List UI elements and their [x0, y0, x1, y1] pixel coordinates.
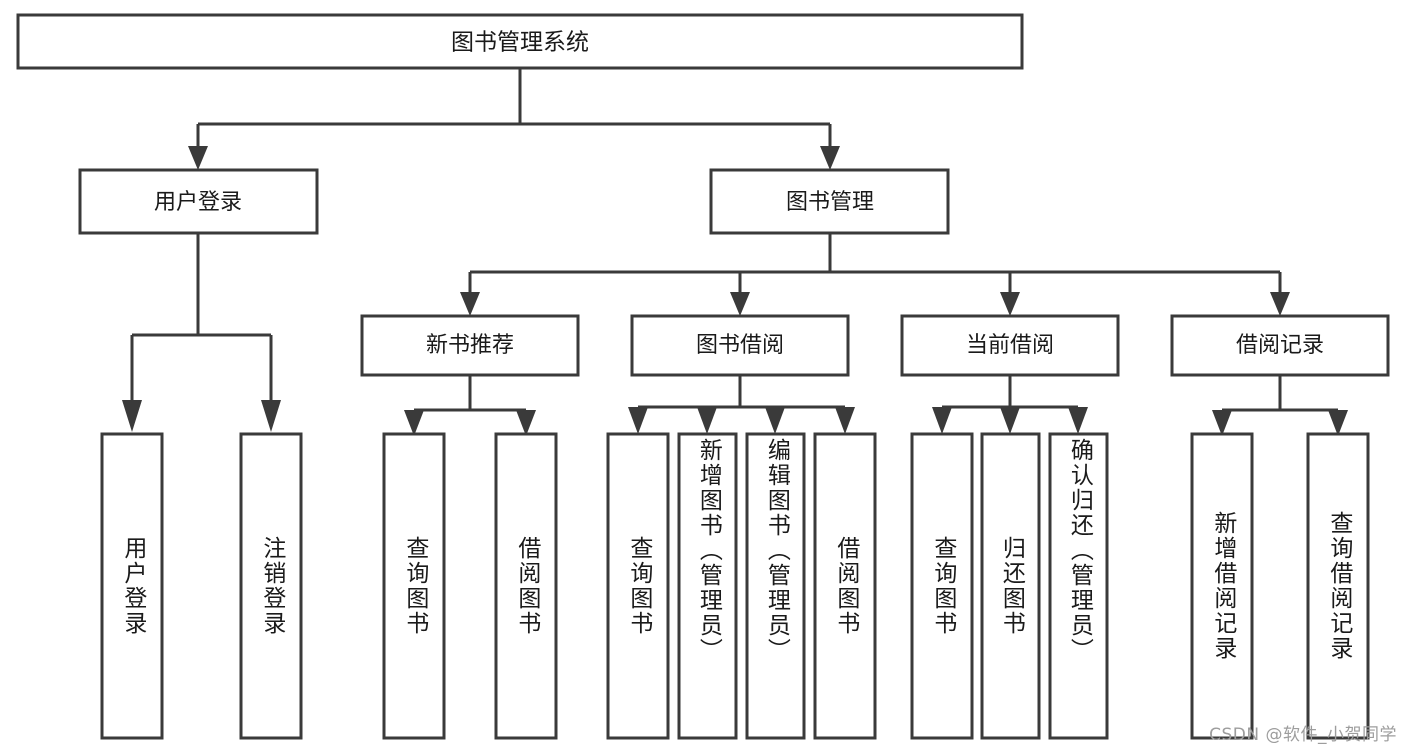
- node-book-borrow[interactable]: 图书借阅: [630, 314, 850, 377]
- leaf-box-add-record[interactable]: [1190, 432, 1254, 740]
- leaf-box-return-book[interactable]: [980, 432, 1041, 740]
- node-user-login[interactable]: 用户登录: [78, 168, 319, 235]
- node-borrow-record-label: 借阅记录: [1236, 333, 1324, 358]
- arrow-to-leaf-return-book: [1000, 407, 1020, 434]
- arrow-to-leaf-query-book-2: [628, 407, 648, 434]
- node-new-book-recommend[interactable]: 新书推荐: [360, 314, 580, 377]
- node-root[interactable]: 图书管理系统: [16, 13, 1024, 70]
- arrow-to-leaf-add-book: [697, 407, 717, 434]
- arrow-to-leaf-edit-book: [765, 407, 785, 434]
- node-book-management[interactable]: 图书管理: [709, 168, 950, 235]
- arrow-to-user-login: [188, 146, 208, 170]
- leaf-boxes-user-login: [100, 432, 303, 740]
- arrow-to-book-management: [820, 146, 840, 170]
- leaf-box-edit-book[interactable]: [745, 432, 806, 740]
- arrow-to-borrow-record: [1270, 292, 1290, 316]
- arrow-to-leaf-query-book-3: [932, 407, 952, 434]
- leaf-box-user-login[interactable]: [100, 432, 164, 740]
- node-current-borrow-box[interactable]: [900, 314, 1120, 377]
- leaf-boxes-current-borrow: [910, 432, 1109, 740]
- arrow-to-leaf-logout: [261, 400, 281, 432]
- arrow-to-leaf-query-book-1: [404, 410, 424, 436]
- arrow-to-leaf-confirm-return: [1068, 407, 1088, 434]
- node-book-borrow-box[interactable]: [630, 314, 850, 377]
- arrow-to-leaf-add-record: [1212, 410, 1232, 436]
- node-root-label: 图书管理系统: [451, 30, 589, 56]
- leaf-box-query-book-3[interactable]: [910, 432, 974, 740]
- leaf-box-add-book[interactable]: [677, 432, 738, 740]
- node-root-box[interactable]: [16, 13, 1024, 70]
- connectors-book-borrow-to-leaves: [628, 375, 855, 434]
- arrow-to-leaf-user-login: [122, 400, 142, 432]
- leaf-box-borrow-book-1[interactable]: [494, 432, 558, 740]
- node-book-management-box[interactable]: [709, 168, 950, 235]
- arrow-to-current-borrow: [1000, 292, 1020, 316]
- node-new-book-recommend-label: 新书推荐: [426, 333, 514, 358]
- arrow-to-leaf-borrow-book-1: [516, 410, 536, 436]
- node-new-book-recommend-box[interactable]: [360, 314, 580, 377]
- connectors-borrow-record-to-leaves: [1212, 375, 1348, 436]
- leaf-box-confirm-return[interactable]: [1048, 432, 1109, 740]
- leaf-boxes-book-borrow: [606, 432, 877, 740]
- leaf-box-borrow-book-2[interactable]: [813, 432, 877, 740]
- arrow-to-book-borrow: [730, 292, 750, 316]
- connectors-new-book-to-leaves: [404, 375, 536, 436]
- node-book-management-label: 图书管理: [786, 190, 874, 215]
- leaf-boxes-new-book: [382, 432, 558, 740]
- node-book-borrow-label: 图书借阅: [696, 333, 784, 358]
- connectors-root-to-level2: [188, 68, 840, 170]
- connectors-current-borrow-to-leaves: [932, 375, 1088, 434]
- leaf-box-logout[interactable]: [239, 432, 303, 740]
- leaf-box-query-book-2[interactable]: [606, 432, 670, 740]
- connectors-user-login-to-leaves: [122, 233, 281, 432]
- connectors-book-management-to-level3: [460, 233, 1290, 316]
- csdn-watermark: CSDN @软件_小贺同学: [1209, 725, 1397, 745]
- node-user-login-box[interactable]: [78, 168, 319, 235]
- leaf-box-query-book-1[interactable]: [382, 432, 446, 740]
- leaf-box-query-record[interactable]: [1306, 432, 1370, 740]
- node-current-borrow-label: 当前借阅: [966, 333, 1054, 358]
- node-borrow-record-box[interactable]: [1170, 314, 1390, 377]
- arrow-to-leaf-borrow-book-2: [835, 407, 855, 434]
- node-user-login-label: 用户登录: [154, 190, 242, 215]
- arrow-to-leaf-query-record: [1328, 410, 1348, 436]
- arrow-to-new-book-recommend: [460, 292, 480, 316]
- leaf-boxes-borrow-record: [1190, 432, 1370, 740]
- node-borrow-record[interactable]: 借阅记录: [1170, 314, 1390, 377]
- node-current-borrow[interactable]: 当前借阅: [900, 314, 1120, 377]
